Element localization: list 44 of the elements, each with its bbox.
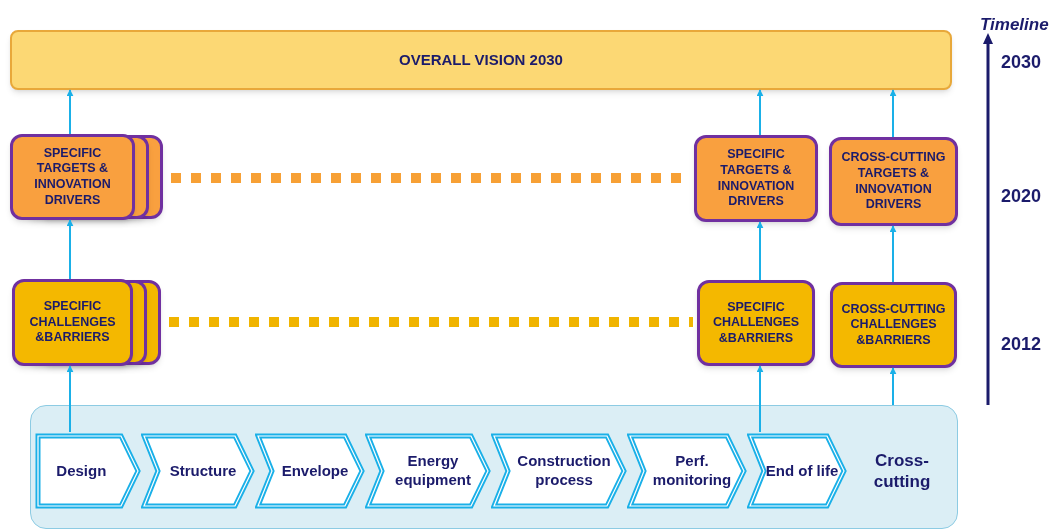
year-label: 2012 — [1001, 333, 1042, 356]
chevron-step — [365, 433, 491, 509]
year-label: 2020 — [1001, 185, 1042, 208]
node-label: Construction process — [516, 452, 612, 490]
chevron-step — [35, 433, 141, 509]
node-label: Design — [56, 461, 107, 481]
node-label: SPECIFIC TARGETS & INNOVATION DRIVERS — [33, 145, 112, 209]
card-stack-drawing — [10, 134, 163, 220]
arrow — [756, 221, 764, 281]
node-label: SPECIFIC CHALLENGES &BARRIERS — [28, 299, 117, 346]
stage-panel — [30, 405, 958, 529]
node-label: OVERALL VISION 2030 — [399, 50, 563, 70]
arrow — [66, 89, 74, 135]
card-stack-drawing — [12, 279, 161, 366]
challenge-box — [697, 280, 815, 366]
node-label: SPECIFIC TARGETS & INNOVATION DRIVERS — [716, 147, 796, 210]
node-label: Envelope — [281, 461, 349, 481]
arrow — [889, 225, 897, 283]
node-label: CROSS-CUTTING TARGETS & INNOVATION DRIVERS — [840, 150, 947, 213]
node-label: Structure — [169, 461, 237, 481]
node-label: CROSS-CUTTING CHALLENGES &BARRIERS — [840, 301, 947, 349]
chevron-step — [255, 433, 365, 509]
arrow — [889, 367, 897, 406]
node-label: End of life — [765, 461, 839, 481]
arrow — [889, 89, 897, 138]
target-box — [829, 137, 958, 226]
node-label: Energy equipment — [394, 452, 472, 490]
target-box — [694, 135, 818, 222]
arrow — [66, 365, 74, 433]
arrow — [66, 219, 74, 280]
node-label: SPECIFIC CHALLENGES &BARRIERS — [711, 299, 801, 347]
dotted-connector — [169, 317, 693, 327]
chevron-step — [491, 433, 627, 509]
challenge-box — [830, 282, 957, 368]
step-label: Cross-cutting — [853, 441, 951, 501]
chevron-step — [141, 433, 255, 509]
node-label: Perf. monitoring — [651, 452, 733, 490]
vision-box — [10, 30, 952, 90]
chevron-step — [747, 433, 847, 509]
arrow — [756, 89, 764, 136]
year-label: 2030 — [1001, 51, 1042, 74]
arrow — [756, 365, 764, 433]
chevron-step — [627, 433, 747, 509]
timeline-title: Timeline — [980, 14, 1049, 36]
